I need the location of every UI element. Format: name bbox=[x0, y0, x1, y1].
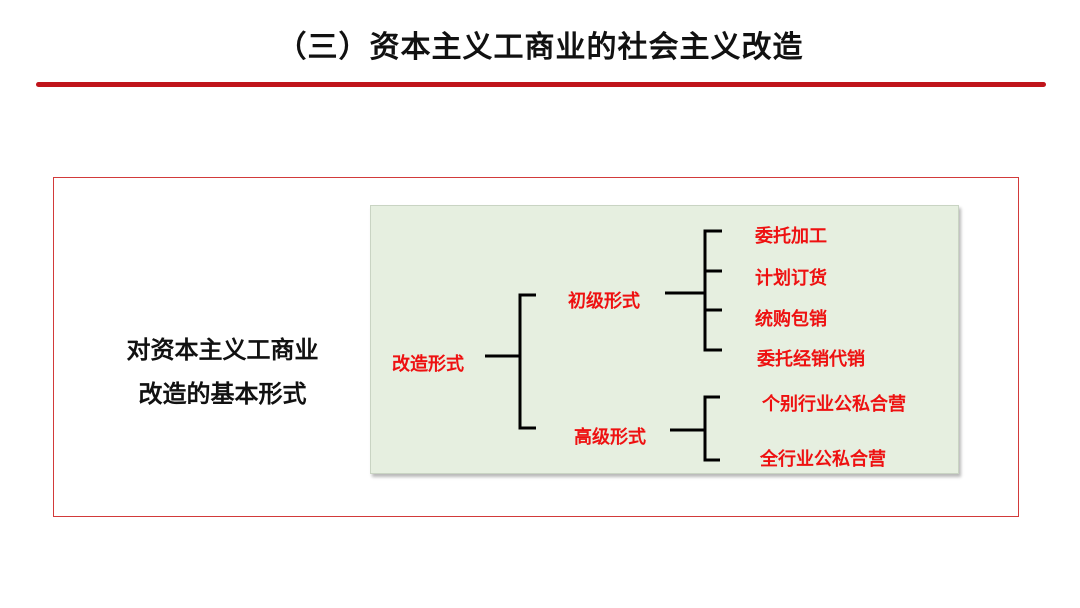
section-label-line-2: 改造的基本形式 bbox=[138, 380, 307, 408]
section-label: 对资本主义工商业 改造的基本形式 bbox=[100, 328, 345, 416]
title-underline bbox=[36, 82, 1046, 87]
branch-node-primary: 初级形式 bbox=[568, 291, 640, 312]
root-node: 改造形式 bbox=[392, 354, 464, 375]
section-label-line-1: 对资本主义工商业 bbox=[126, 336, 319, 364]
slide-title: （三）资本主义工商业的社会主义改造 bbox=[276, 30, 804, 65]
content-frame bbox=[53, 177, 1019, 517]
branch1-bracket bbox=[703, 229, 722, 352]
leaf-node: 委托加工 bbox=[755, 226, 827, 247]
diagram-panel bbox=[370, 205, 959, 474]
level1-bracket bbox=[518, 293, 536, 430]
leaf-node: 全行业公私合营 bbox=[760, 449, 886, 470]
branch-node-advanced: 高级形式 bbox=[574, 427, 646, 448]
leaf-node: 计划订货 bbox=[755, 268, 827, 289]
leaf-node: 个别行业公私合营 bbox=[762, 394, 906, 415]
leaf-node: 统购包销 bbox=[755, 309, 827, 330]
leaf-node: 委托经销代销 bbox=[757, 349, 865, 370]
branch2-bracket bbox=[703, 395, 720, 462]
